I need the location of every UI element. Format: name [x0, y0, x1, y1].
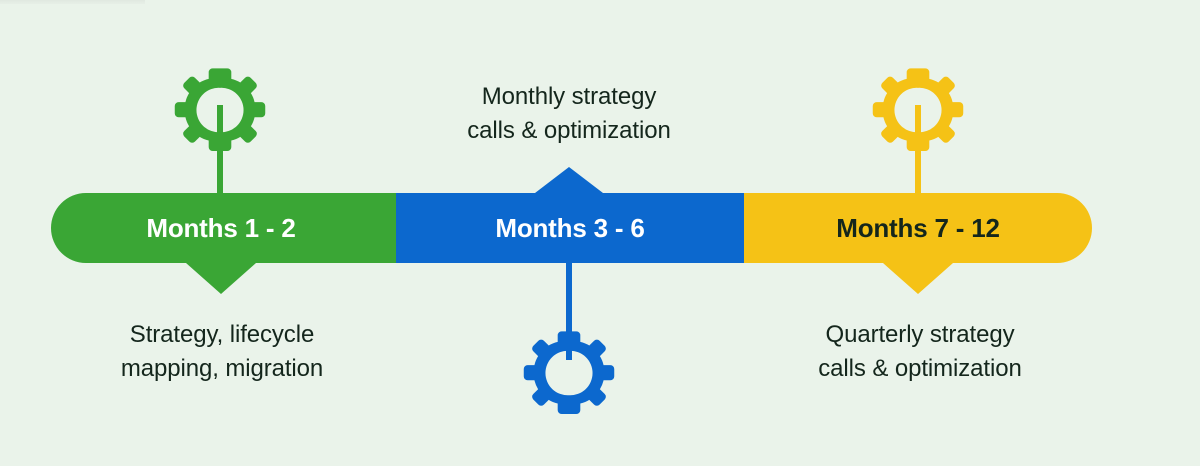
- segment-label-months-3-6: Months 3 - 6: [495, 213, 644, 243]
- caption-months-1-2: Strategy, lifecycle mapping, migration: [120, 321, 324, 383]
- gear-icon-blue: [523, 331, 615, 415]
- segment-months-1-2[interactable]: Months 1 - 2: [51, 193, 396, 294]
- caption-months-3-6: Monthly strategy calls & optimization: [467, 83, 671, 145]
- caption-months-7-12: Quarterly strategy calls & optimization: [818, 321, 1022, 383]
- segment-months-7-12[interactable]: Months 7 - 12: [744, 193, 1092, 294]
- segment-shape-yellow: [744, 193, 1092, 294]
- segment-shape-green: [51, 193, 396, 294]
- connector-stem-blue: [566, 250, 572, 360]
- segment-label-months-7-12: Months 7 - 12: [836, 213, 1000, 243]
- segment-months-3-6[interactable]: Months 3 - 6: [396, 167, 744, 263]
- top-edge-artifact: [0, 0, 145, 4]
- connector-stem-yellow: [915, 105, 921, 200]
- segment-shape-blue: [396, 167, 744, 263]
- connector-stem-green: [217, 105, 223, 200]
- segment-label-months-1-2: Months 1 - 2: [146, 213, 295, 243]
